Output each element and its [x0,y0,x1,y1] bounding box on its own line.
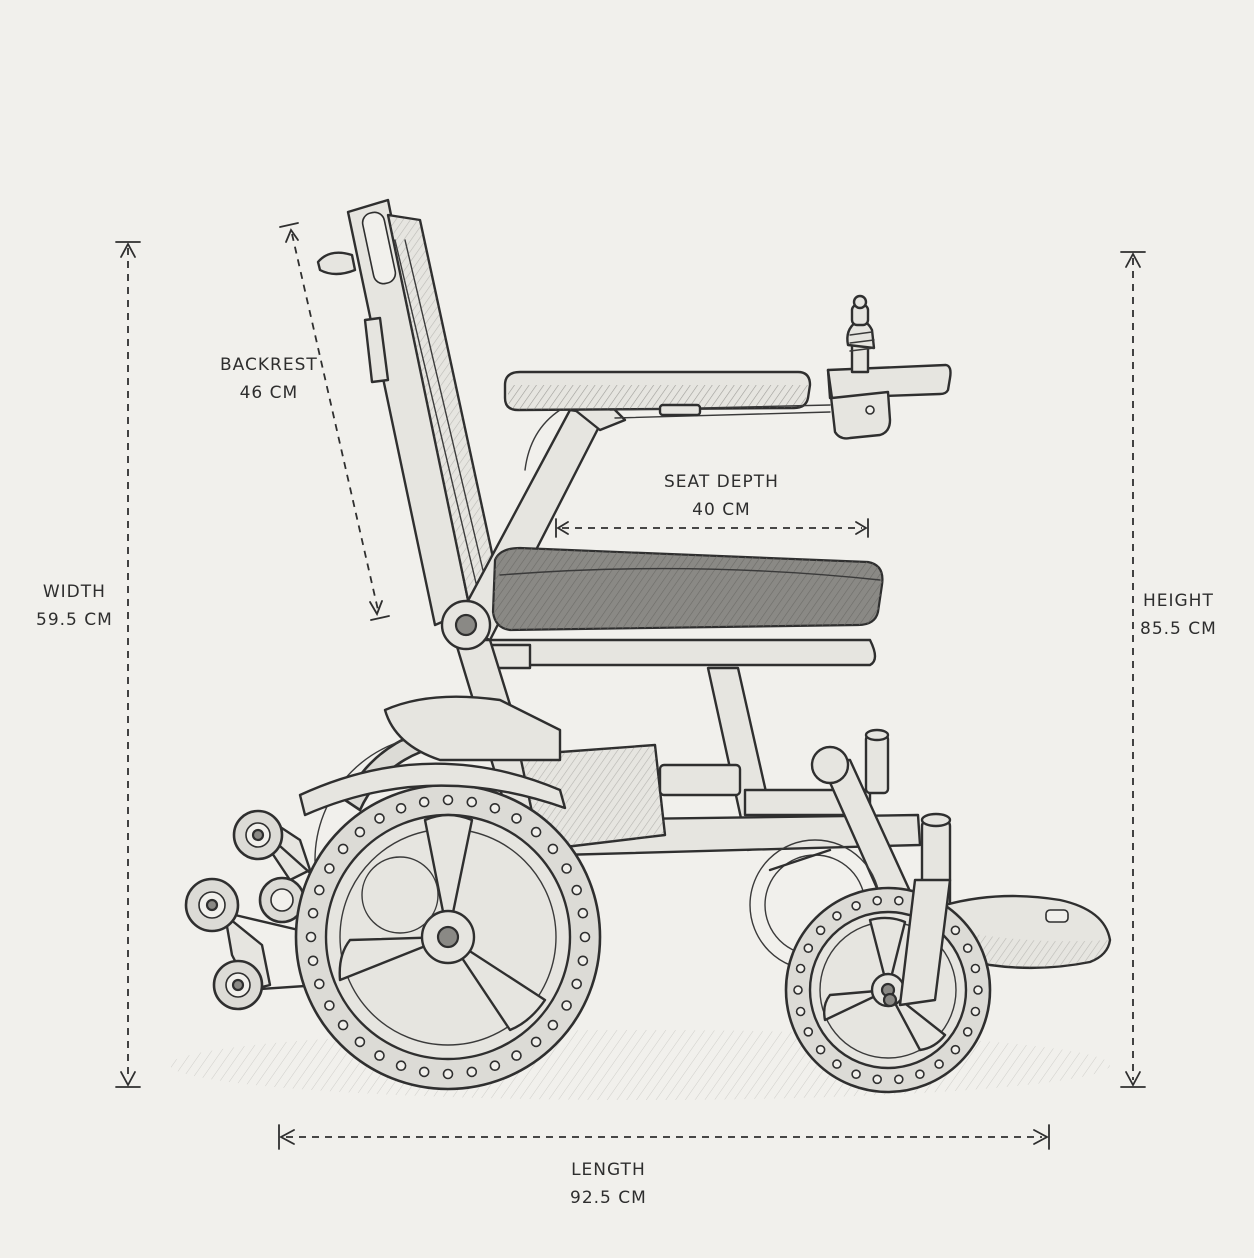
tyre-hole [815,1044,826,1055]
tyre-hole [418,1066,430,1078]
tyre-hole [579,931,591,943]
rear-fender [298,762,567,817]
seat-depth-label-value: 40 CM [692,500,751,520]
tyre-hole [872,1074,883,1085]
width-label: WIDTH 59.5 CM [36,578,113,634]
tyre-hole [851,900,861,911]
width-label-value: 59.5 CM [36,610,113,630]
tyre-hole [324,1000,335,1011]
seat-depth-label: SEAT DEPTH 40 CM [664,468,779,524]
rear-wheel [294,783,602,1091]
caster-fork [898,878,952,1007]
tyre-hole [354,826,366,838]
seat-depth-dimension-line [555,518,869,538]
tyre-hole [973,985,983,995]
tyre-hole [832,911,842,921]
tyre-hole [511,1050,522,1061]
joystick-controller [826,294,952,440]
height-label: HEIGHT 85.5 CM [1140,587,1217,643]
tyre-hole [970,1006,981,1017]
tyre-hole [571,884,583,896]
tyre-hole [337,843,349,855]
tyre-hole [795,1006,806,1017]
stair-climber-assembly [184,809,322,1011]
tyre-hole [851,1069,861,1079]
tyre-hole [354,1036,366,1048]
tyre-hole [511,813,522,824]
width-label-title: WIDTH [42,582,106,602]
tyre-hole [561,1000,572,1011]
tyre-hole [313,978,325,990]
tyre-hole [418,796,430,808]
tyre-hole [561,863,572,874]
tyre-hole [577,907,589,919]
length-label: LENGTH 92.5 CM [570,1156,647,1212]
tyre-hole [530,826,542,838]
height-label-title: HEIGHT [1142,591,1214,611]
tyre-hole [832,1059,842,1069]
tyre-hole [577,955,589,967]
backrest-dimension-line [279,222,390,621]
tyre-hole [324,863,335,874]
tyre-hole [374,1050,385,1061]
seat-cushion [491,546,884,632]
tyre-hole [950,1044,961,1055]
tyre-hole [795,963,806,974]
backrest-label-title: BACKREST [220,355,318,375]
caster-axle [882,992,898,1008]
tyre-hole [337,1019,349,1031]
tyre-hole [466,796,478,808]
tyre-hole [962,943,973,954]
tyre-hole [395,802,407,814]
tyre-hole [915,1069,925,1079]
backrest-label: BACKREST 46 CM [220,351,318,407]
seat-pivot-bolt [454,613,478,637]
tyre-hole [934,1059,944,1069]
armrest [503,370,831,471]
tyre-hole [305,931,317,943]
tyre-hole [307,907,319,919]
tyre-hole [803,943,814,954]
tyre-hole [547,1019,559,1031]
tyre-hole [872,895,883,906]
footrest [943,894,1112,970]
tyre-hole [489,802,501,814]
backrest-label-value: 46 CM [239,383,299,403]
front-caster-wheel [784,886,992,1094]
tyre-hole [395,1060,407,1071]
tyre-hole [571,978,583,990]
width-dimension-line [115,241,141,1088]
tyre-hole [950,925,961,936]
tyre-hole [530,1036,542,1048]
tyre-hole [893,895,904,906]
tyre-hole [793,985,803,995]
length-label-value: 92.5 CM [570,1188,647,1208]
length-label-title: LENGTH [571,1160,646,1180]
tyre-hole [307,955,319,967]
tyre-hole [803,1027,814,1037]
height-label-value: 85.5 CM [1140,619,1217,639]
tyre-hole [374,813,385,824]
tyre-hole [970,963,981,974]
tyre-hole [815,925,826,936]
length-dimension-line [278,1124,1050,1150]
height-dimension-line [1120,251,1146,1088]
tyre-hole [442,794,454,806]
tyre-hole [489,1060,501,1071]
tyre-hole [313,884,325,896]
tyre-hole [893,1074,904,1085]
seat-depth-label-title: SEAT DEPTH [664,472,779,492]
tyre-hole [442,1068,454,1080]
tyre-hole [466,1066,478,1078]
tyre-hole [962,1027,973,1037]
tyre-hole [547,843,559,855]
